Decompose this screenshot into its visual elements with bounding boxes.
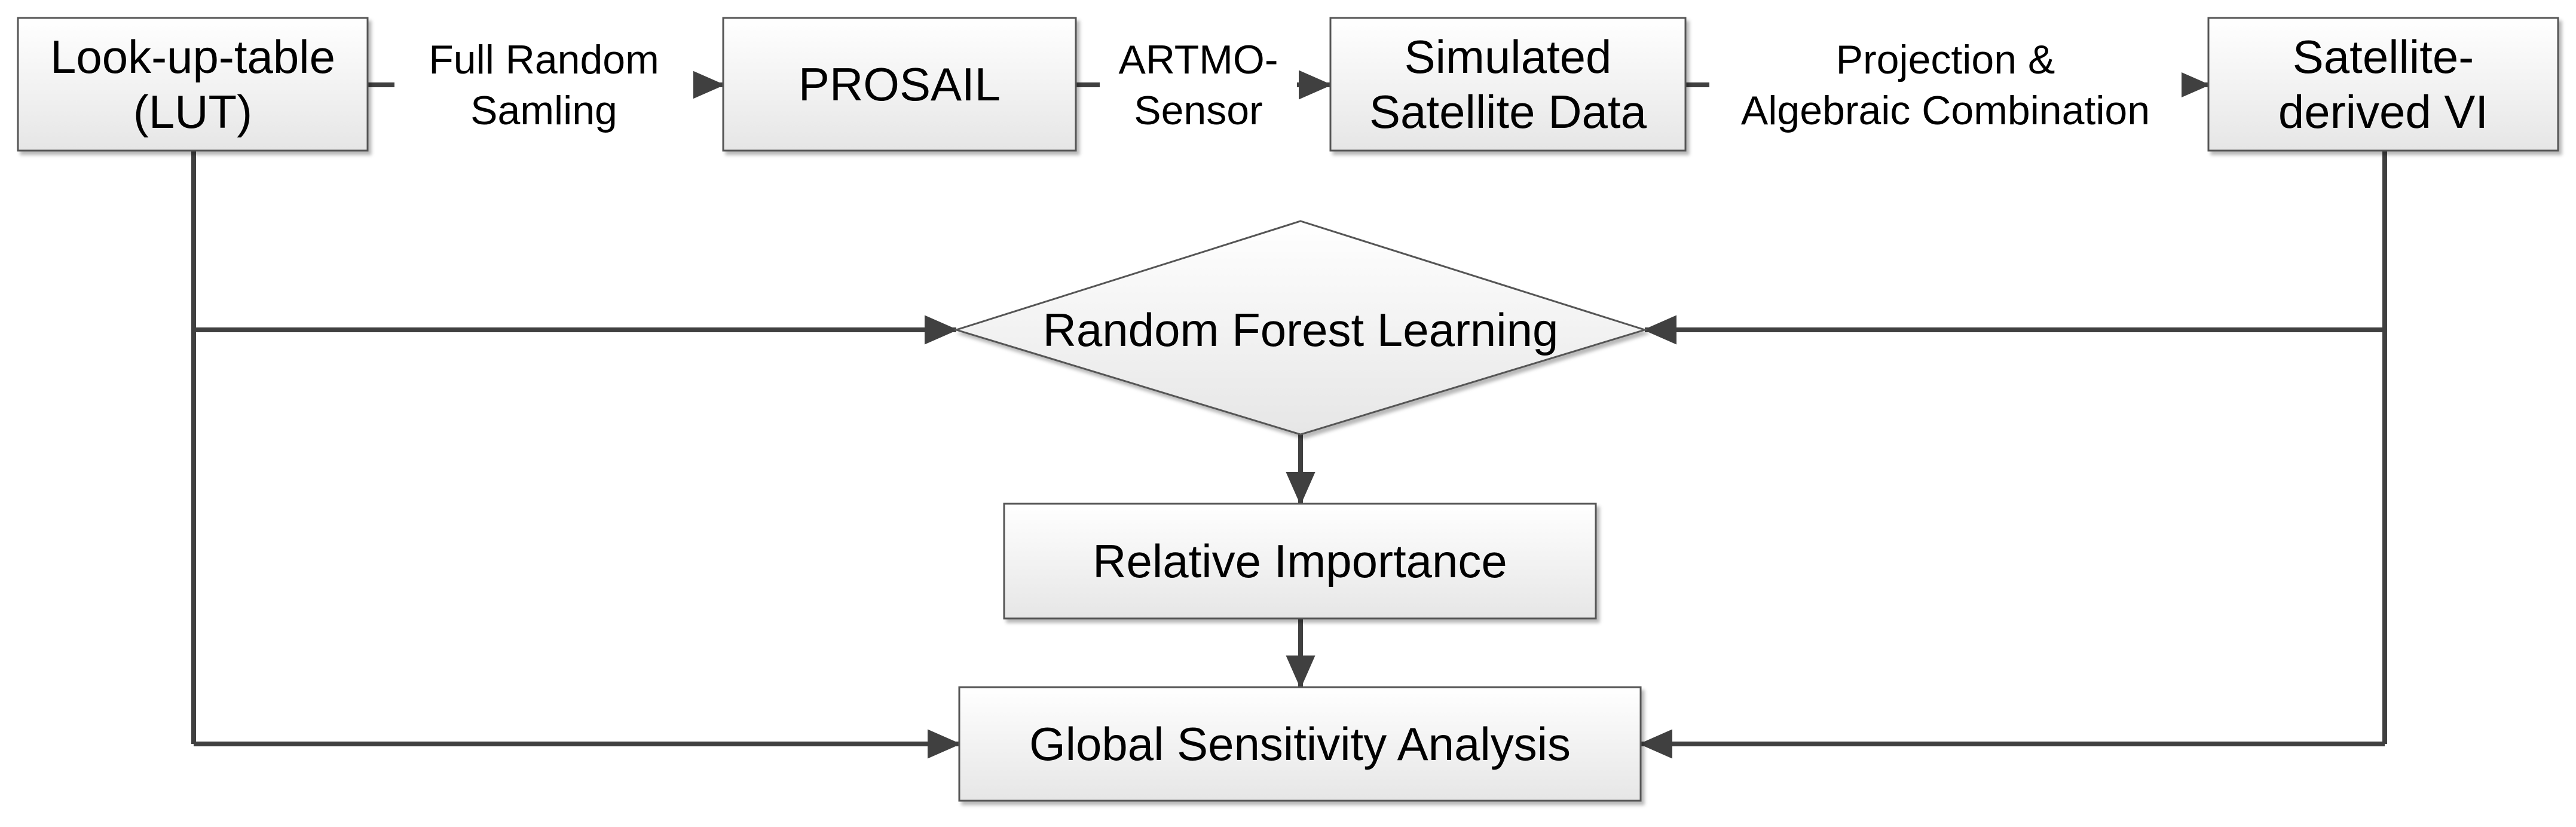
simulated-box	[1329, 17, 1687, 152]
prosail-label: PROSAIL	[798, 57, 1001, 111]
sampling-edge-label: Full Random Samling	[394, 29, 693, 142]
random-forest-diamond	[953, 220, 1648, 436]
lut-label: Look-up-table (LUT)	[50, 30, 335, 138]
global-sensitivity-box	[958, 686, 1642, 802]
artmo-edge-label: ARTMO- Sensor	[1100, 29, 1297, 142]
random-forest-label: Random Forest Learning	[1042, 304, 1559, 357]
relative-importance-box	[1003, 503, 1597, 620]
prosail-box	[722, 17, 1077, 152]
satellite-vi-label: Satellite- derived VI	[2278, 30, 2489, 138]
global-sensitivity-label: Global Sensitivity Analysis	[1029, 717, 1571, 770]
satellite-vi-box	[2207, 17, 2559, 152]
projection-edge-label: Projection & Algebraic Combination	[1709, 29, 2182, 142]
relative-importance-label: Relative Importance	[1093, 534, 1507, 587]
simulated-label: Simulated Satellite Data	[1369, 30, 1647, 138]
lut-box	[17, 17, 369, 152]
